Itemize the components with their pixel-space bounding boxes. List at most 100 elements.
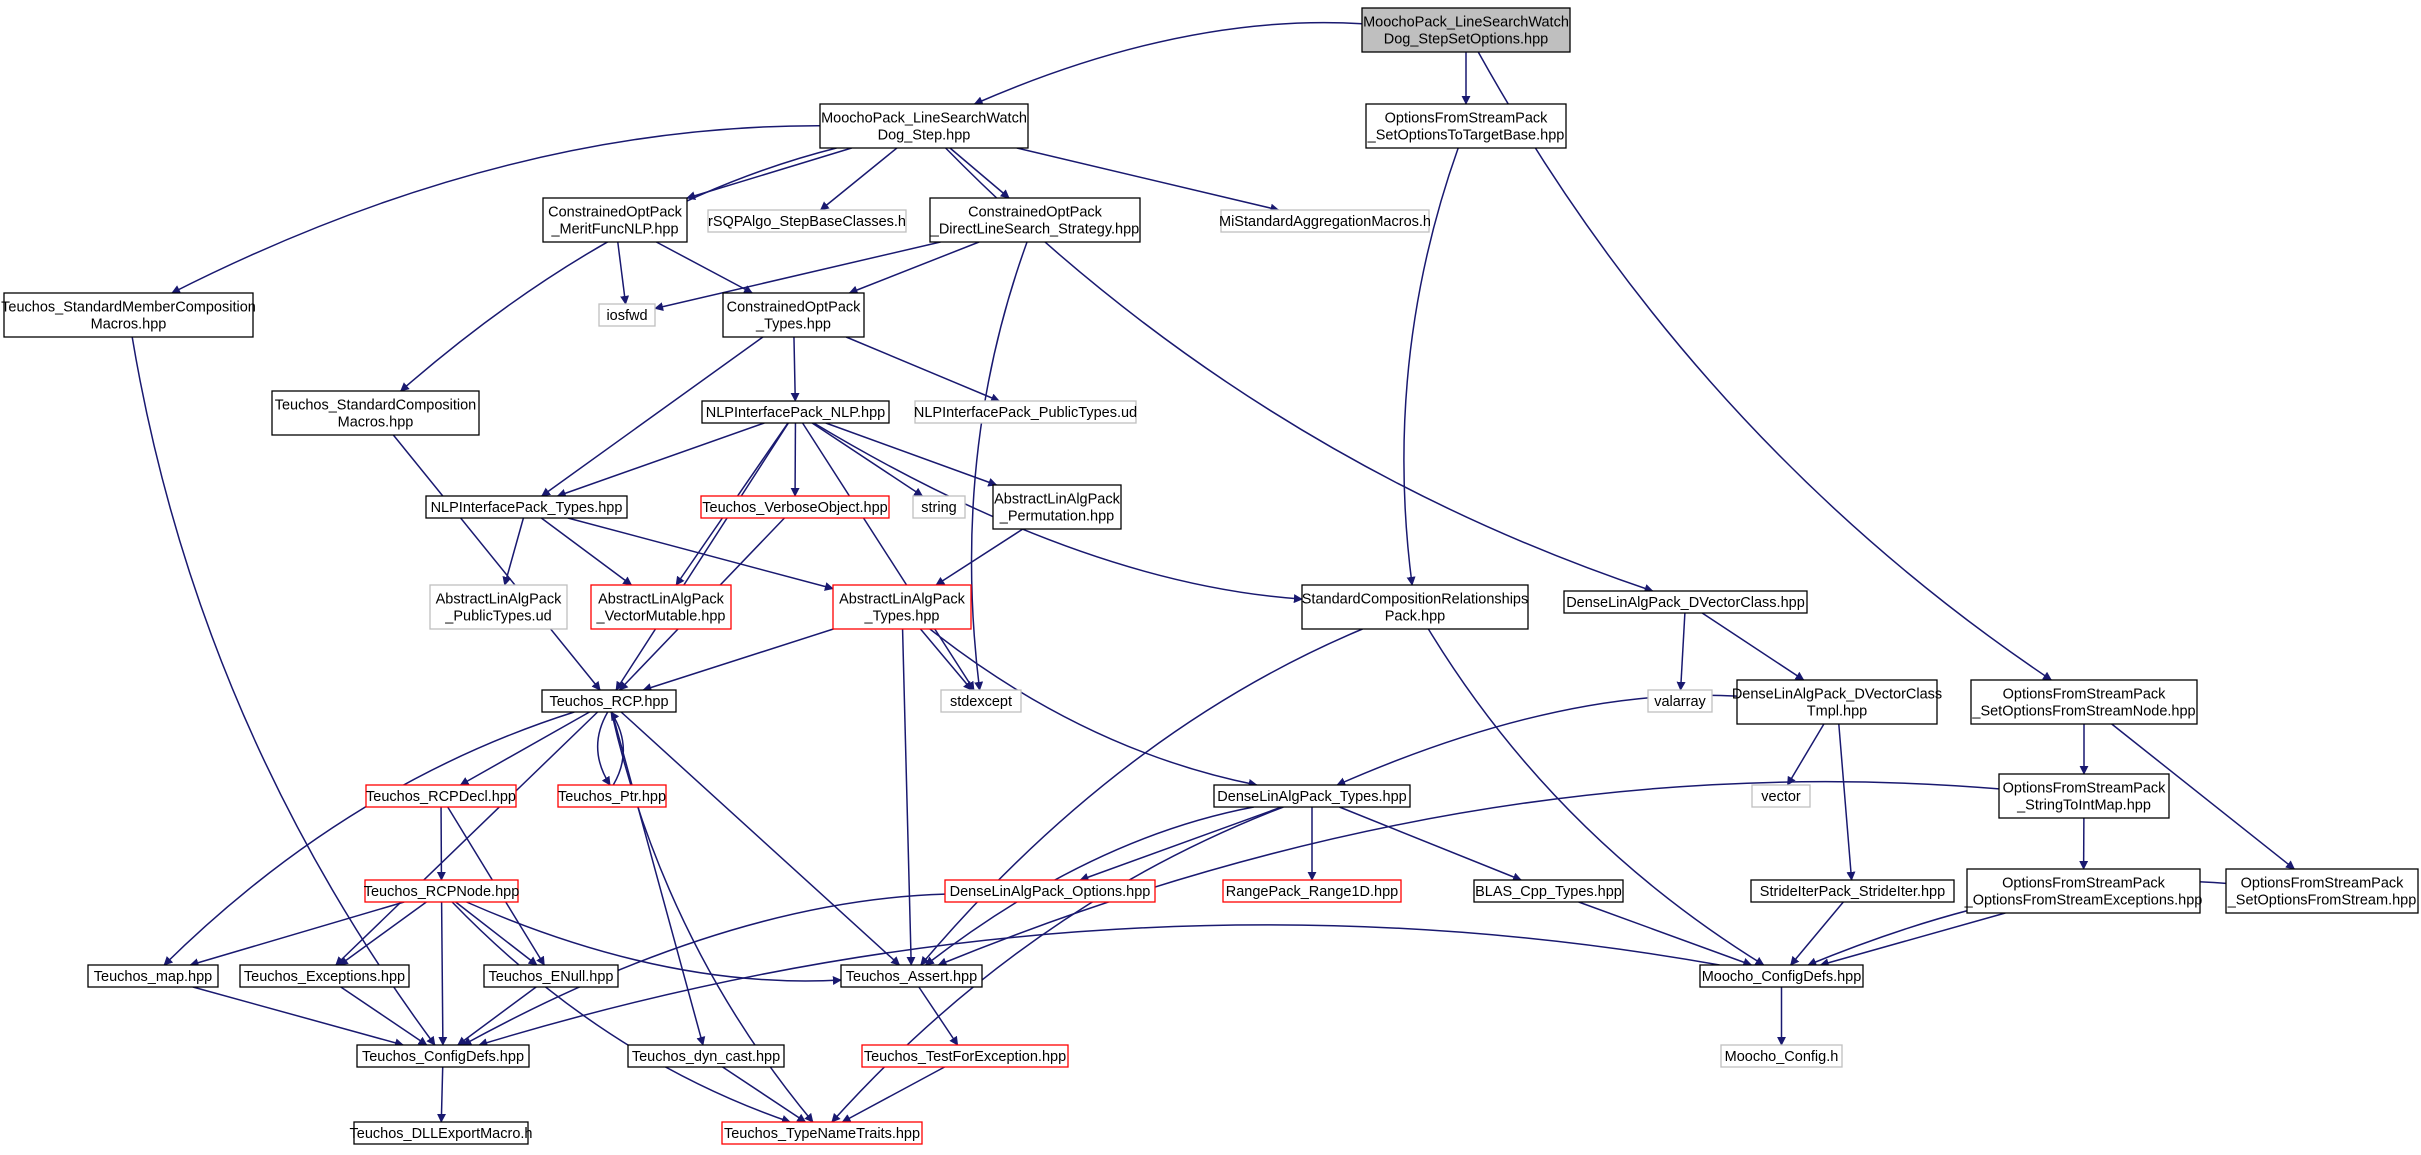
node-valarray[interactable]: valarray <box>1647 689 1713 713</box>
node-t_rcpdecl[interactable]: Teuchos_RCPDecl.hpp <box>365 784 517 808</box>
node-box <box>912 495 966 519</box>
node-label: Teuchos_map.hpp <box>94 969 213 985</box>
node-ofs_sotb[interactable]: OptionsFromStreamPack_SetOptionsToTarget… <box>1365 103 1567 149</box>
node-box <box>1751 784 1811 808</box>
node-label: AbstractLinAlgPack <box>598 592 724 608</box>
node-box <box>992 484 1122 530</box>
node-t_rcp[interactable]: Teuchos_RCP.hpp <box>541 689 677 713</box>
edge-nlp_nlp-to-nlp_types <box>556 422 765 498</box>
node-t_tfe[interactable]: Teuchos_TestForException.hpp <box>861 1044 1069 1068</box>
node-m_cd[interactable]: Moocho_ConfigDefs.hpp <box>1699 964 1864 988</box>
node-label: Teuchos_Ptr.hpp <box>558 789 666 805</box>
node-mi_sam[interactable]: MiStandardAggregationMacros.h <box>1219 209 1431 233</box>
node-box <box>861 1044 1069 1068</box>
node-box <box>353 1121 529 1145</box>
node-label: _StringToIntMap.hpp <box>2016 798 2151 814</box>
node-label: Teuchos_TestForException.hpp <box>864 1049 1066 1065</box>
node-rp_r1d[interactable]: RangePack_Range1D.hpp <box>1222 879 1402 903</box>
node-box <box>707 209 907 233</box>
node-dla_opts[interactable]: DenseLinAlgPack_Options.hpp <box>944 879 1156 903</box>
node-box <box>1563 590 1808 614</box>
node-co_mf[interactable]: ConstrainedOptPack_MeritFuncNLP.hpp <box>542 197 688 243</box>
node-ala_types[interactable]: AbstractLinAlgPack_Types.hpp <box>832 584 972 630</box>
node-ofs_stim[interactable]: OptionsFromStreamPack_StringToIntMap.hpp <box>1998 773 2170 819</box>
node-vector[interactable]: vector <box>1751 784 1811 808</box>
node-label: Teuchos_Assert.hpp <box>846 969 977 985</box>
node-nlp_put[interactable]: NLPInterfacePack_PublicTypes.ud <box>914 400 1137 424</box>
node-ofs_ofse[interactable]: OptionsFromStreamPack_OptionsFromStreamE… <box>1964 868 2203 914</box>
node-label: Dog_StepSetOptions.hpp <box>1384 32 1548 48</box>
node-sip_si[interactable]: StrideIterPack_StrideIter.hpp <box>1750 879 1955 903</box>
node-label: MoochoPack_LineSearchWatch <box>821 111 1027 127</box>
edge-t_assert-to-t_tfe <box>918 986 959 1046</box>
node-box <box>356 1044 530 1068</box>
node-box <box>840 964 983 988</box>
node-t_dc[interactable]: Teuchos_dyn_cast.hpp <box>627 1044 785 1068</box>
node-box <box>2225 868 2419 914</box>
node-label: Teuchos_ENull.hpp <box>489 969 614 985</box>
edge-ala_perm-to-ala_types <box>935 528 1024 586</box>
node-t_dll[interactable]: Teuchos_DLLExportMacro.h <box>350 1121 533 1145</box>
edge-t_rcpnode-to-t_map <box>189 901 405 968</box>
node-nlp_nlp[interactable]: NLPInterfacePack_NLP.hpp <box>701 400 890 424</box>
node-label: StrideIterPack_StrideIter.hpp <box>1760 884 1945 900</box>
edge-ofs_sotb-to-scrp <box>1403 147 1459 586</box>
node-t_ptr[interactable]: Teuchos_Ptr.hpp <box>557 784 667 808</box>
node-label: Teuchos_RCPDecl.hpp <box>366 789 516 805</box>
node-box <box>721 1121 923 1145</box>
edge-scrp-to-m_cd <box>1427 628 1765 966</box>
edge-dla_opts-to-t_cd <box>462 893 946 1046</box>
edge-m_cd-to-t_cd <box>478 924 1720 1047</box>
node-co_dls[interactable]: ConstrainedOptPack_DirectLineSearch_Stra… <box>929 197 1141 243</box>
node-label: _Permutation.hpp <box>999 509 1114 525</box>
node-t_enull[interactable]: Teuchos_ENull.hpp <box>483 964 619 988</box>
node-label: valarray <box>1654 694 1706 710</box>
node-label: NLPInterfacePack_NLP.hpp <box>706 405 886 421</box>
node-dla_types[interactable]: DenseLinAlgPack_Types.hpp <box>1213 784 1411 808</box>
node-t_vo[interactable]: Teuchos_VerboseObject.hpp <box>700 495 890 519</box>
node-dla_dvc[interactable]: DenseLinAlgPack_DVectorClass.hpp <box>1563 590 1808 614</box>
node-label: NLPInterfacePack_PublicTypes.ud <box>914 405 1137 421</box>
node-t_rcpnode[interactable]: Teuchos_RCPNode.hpp <box>364 879 520 903</box>
node-ala_vm[interactable]: AbstractLinAlgPack_VectorMutable.hpp <box>590 584 732 630</box>
node-string[interactable]: string <box>912 495 966 519</box>
node-rsqp[interactable]: rSQPAlgo_StepBaseClasses.h <box>707 209 907 233</box>
node-t_assert[interactable]: Teuchos_Assert.hpp <box>840 964 983 988</box>
node-m_config[interactable]: Moocho_Config.h <box>1720 1044 1843 1068</box>
node-box <box>1220 209 1430 233</box>
node-label: _PublicTypes.ud <box>444 609 551 625</box>
node-label: OptionsFromStreamPack <box>2003 781 2167 797</box>
node-t_cd[interactable]: Teuchos_ConfigDefs.hpp <box>356 1044 530 1068</box>
node-ala_perm[interactable]: AbstractLinAlgPack_Permutation.hpp <box>992 484 1122 530</box>
node-root[interactable]: MoochoPack_LineSearchWatchDog_StepSetOpt… <box>1361 7 1571 53</box>
edge-t_tfe-to-t_tnt <box>841 1066 945 1123</box>
node-label: OptionsFromStreamPack <box>2002 876 2166 892</box>
node-ala_put[interactable]: AbstractLinAlgPack_PublicTypes.ud <box>429 584 568 630</box>
node-co_types[interactable]: ConstrainedOptPack_Types.hpp <box>722 292 865 338</box>
node-label: iosfwd <box>606 308 647 324</box>
node-label: ConstrainedOptPack <box>548 205 683 221</box>
node-t_exc[interactable]: Teuchos_Exceptions.hpp <box>239 964 410 988</box>
node-label: Teuchos_StandardMemberComposition <box>1 300 256 316</box>
node-box <box>1966 868 2201 914</box>
node-t_tnt[interactable]: Teuchos_TypeNameTraits.hpp <box>721 1121 923 1145</box>
node-ofs_sofs[interactable]: OptionsFromStreamPack_SetOptionsFromStre… <box>2225 868 2419 914</box>
node-stdexcept[interactable]: stdexcept <box>940 689 1022 713</box>
node-ofs_sofsn[interactable]: OptionsFromStreamPack_SetOptionsFromStre… <box>1970 679 2198 725</box>
node-blas[interactable]: BLAS_Cpp_Types.hpp <box>1473 879 1624 903</box>
node-label: _SetOptionsFromStream.hpp <box>2227 893 2417 909</box>
edge-t_rcp-to-t_rcpdecl <box>459 711 590 786</box>
edge-nlp_nlp-to-string <box>811 422 924 497</box>
node-t_smc[interactable]: Teuchos_StandardMemberCompositionMacros.… <box>1 292 256 338</box>
node-box <box>1222 879 1402 903</box>
node-nlp_types[interactable]: NLPInterfacePack_Types.hpp <box>425 495 628 519</box>
node-t_map[interactable]: Teuchos_map.hpp <box>87 964 219 988</box>
node-iosfwd[interactable]: iosfwd <box>598 303 656 327</box>
node-label: OptionsFromStreamPack <box>2003 687 2167 703</box>
edge-root-to-lswd <box>973 21 1363 105</box>
edge-nlp_types-to-ala_types <box>567 517 834 591</box>
